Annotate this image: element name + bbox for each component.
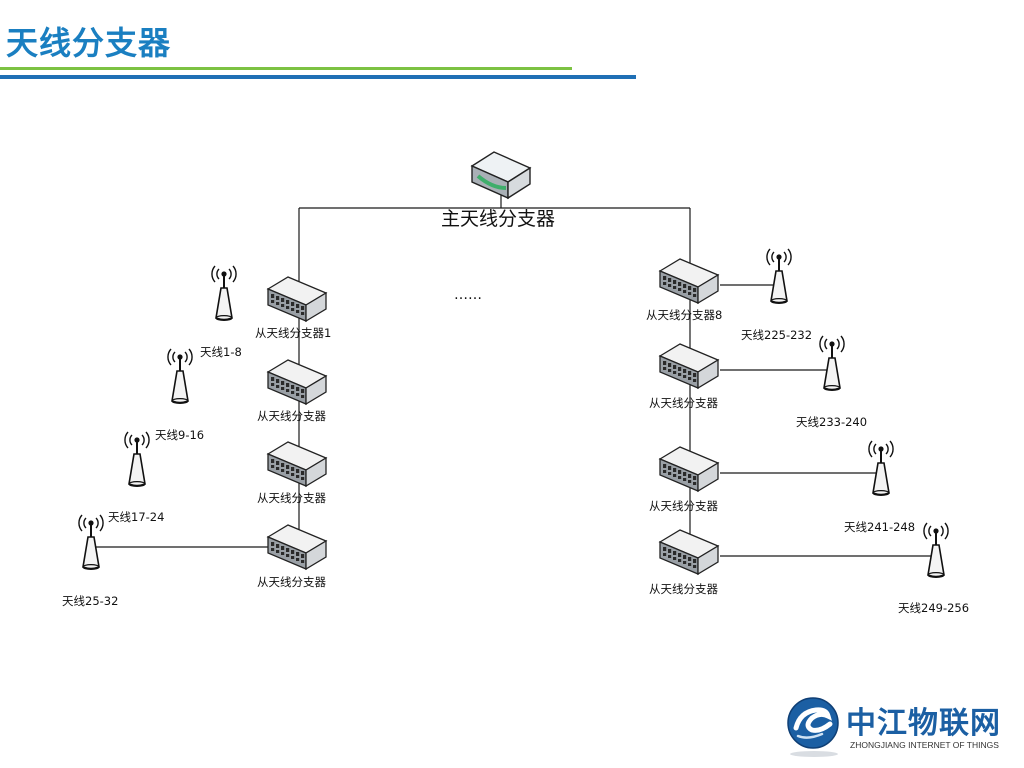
splitter-icon (267, 441, 327, 487)
antenna-icon (166, 348, 194, 405)
antenna-label: 天线241-248 (844, 520, 915, 534)
logo-name: 中江物联网 (846, 706, 1001, 741)
splitter-icon (267, 524, 327, 570)
company-logo: 中江物联网 ZHONGJIANG INTERNET OF THINGS (786, 696, 1016, 758)
main-splitter-label: 主天线分支器 (441, 208, 555, 230)
splitter-icon (659, 258, 719, 304)
title-underline-green (0, 67, 572, 70)
antenna-label: 天线9-16 (155, 428, 204, 442)
splitter-label: 从天线分支器 (649, 499, 718, 513)
antenna-icon (765, 248, 793, 305)
antenna-icon (818, 335, 846, 392)
antenna-label: 天线225-232 (741, 328, 812, 342)
title-underline-blue (0, 75, 636, 79)
antenna-label: 天线249-256 (898, 601, 969, 615)
splitter-icon (659, 343, 719, 389)
antenna-icon (123, 431, 151, 488)
swirl-logo-icon (787, 697, 839, 757)
splitter-label: 从天线分支器 (649, 582, 718, 596)
splitter-label: 从天线分支器 (649, 396, 718, 410)
slide-title: 天线分支器 (6, 24, 172, 62)
splitter-label: 从天线分支器 (257, 491, 326, 505)
antenna-label: 天线17-24 (108, 510, 164, 524)
splitter-icon (659, 446, 719, 492)
antenna-label: 天线233-240 (796, 415, 867, 429)
antenna-icon (210, 265, 238, 322)
antenna-label: 天线1-8 (200, 345, 242, 359)
antenna-icon (867, 440, 895, 497)
main-splitter-icon (470, 151, 532, 200)
splitter-label: 从天线分支器1 (255, 326, 331, 340)
splitter-label: 从天线分支器 (257, 575, 326, 589)
splitter-label: 从天线分支器8 (646, 308, 722, 322)
logo-subtitle: ZHONGJIANG INTERNET OF THINGS (850, 740, 999, 750)
antenna-icon (922, 522, 950, 579)
splitter-label: 从天线分支器 (257, 409, 326, 423)
ellipsis: …… (454, 287, 482, 303)
antenna-label: 天线25-32 (62, 594, 118, 608)
splitter-icon (659, 529, 719, 575)
connection-lines (90, 188, 935, 560)
antenna-icon (77, 514, 105, 571)
splitter-icon (267, 359, 327, 405)
splitter-icon (267, 276, 327, 322)
